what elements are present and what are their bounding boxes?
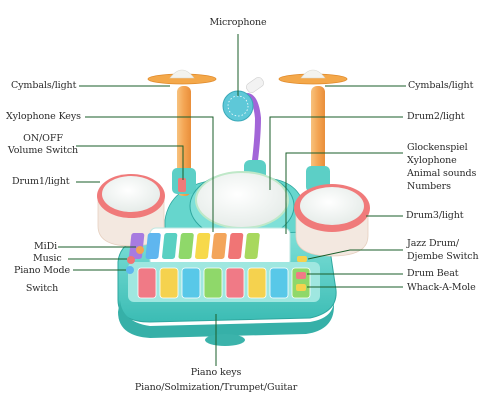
label-cymbals-right: Cymbals/light — [408, 80, 474, 91]
xylophone-key[interactable] — [162, 233, 178, 259]
cymbal-right-dome — [300, 69, 326, 79]
piano-key[interactable] — [225, 267, 245, 299]
toy-foot — [205, 334, 245, 346]
xylophone-key[interactable] — [129, 233, 145, 259]
label-cymbals-left: Cymbals/light — [11, 80, 77, 91]
xylophone-key[interactable] — [195, 233, 211, 259]
xylophone-key[interactable] — [211, 233, 227, 259]
midi-button[interactable] — [136, 246, 144, 254]
leader-glockenspiel — [285, 152, 403, 234]
label-microphone: Microphone — [209, 17, 267, 28]
mic-handle — [246, 77, 264, 93]
onoff-switch[interactable] — [178, 178, 186, 192]
label-drum1: Drum1/light — [12, 176, 70, 187]
label-numbers: Numbers — [407, 181, 451, 192]
jazz-switch[interactable] — [297, 256, 307, 262]
xylophone-key[interactable] — [178, 233, 194, 259]
whack-button[interactable] — [296, 284, 306, 291]
drum-beat-button[interactable] — [296, 272, 306, 279]
right-drum-head — [300, 187, 364, 225]
label-drum-beat: Drum Beat — [407, 268, 459, 279]
piano-key[interactable] — [247, 267, 267, 299]
leader-drum2 — [269, 116, 403, 190]
label-drum2: Drum2/light — [407, 111, 465, 122]
mic-gooseneck — [245, 93, 262, 179]
piano-key[interactable] — [181, 267, 201, 299]
piano-mode-button[interactable] — [126, 266, 134, 274]
xylophone-key[interactable] — [145, 233, 161, 259]
label-jazz-line2: Djembe Switch — [407, 251, 479, 262]
label-onoff-line2: Volume Switch — [7, 145, 79, 156]
toy-illustration — [97, 69, 370, 346]
center-drum-head — [195, 171, 289, 229]
left-drum-head — [102, 176, 160, 212]
label-piano-keys-line1: Piano keys — [190, 367, 242, 378]
label-piano-keys-line2: Piano/Solmization/Trumpet/Guitar — [134, 382, 298, 393]
leader-xylophone-keys — [85, 116, 214, 232]
label-midi: MiDi — [34, 241, 58, 252]
leader-onoff — [76, 145, 184, 180]
label-xylophone-keys: Xylophone Keys — [6, 111, 81, 122]
label-piano-mode-line2: Switch — [25, 283, 59, 294]
label-jazz-line1: Jazz Drum/ — [407, 238, 459, 249]
xylophone-key[interactable] — [228, 233, 244, 259]
piano-key[interactable] — [203, 267, 223, 299]
label-onoff-line1: ON/OFF — [23, 133, 63, 144]
leader-lines — [58, 34, 406, 366]
music-button[interactable] — [127, 256, 135, 264]
label-drum3: Drum3/light — [406, 210, 464, 221]
cymbal-left-dome — [169, 69, 195, 79]
xylophone-key[interactable] — [244, 233, 260, 259]
piano-panel — [128, 262, 320, 302]
toy-base-lower — [118, 296, 335, 338]
label-music: Music — [33, 253, 62, 264]
label-xylophone: Xylophone — [407, 155, 457, 166]
label-glockenspiel: Glockenspiel — [407, 142, 468, 153]
piano-key[interactable] — [137, 267, 157, 299]
piano-key[interactable] — [269, 267, 289, 299]
label-whack-a-mole: Whack-A-Mole — [407, 282, 476, 293]
piano-key[interactable] — [159, 267, 179, 299]
cymbal-stand-right — [311, 86, 325, 190]
leader-jazz — [307, 249, 403, 260]
label-animal-sounds: Animal sounds — [407, 168, 477, 179]
label-piano-mode-line1: Piano Mode — [13, 265, 71, 276]
